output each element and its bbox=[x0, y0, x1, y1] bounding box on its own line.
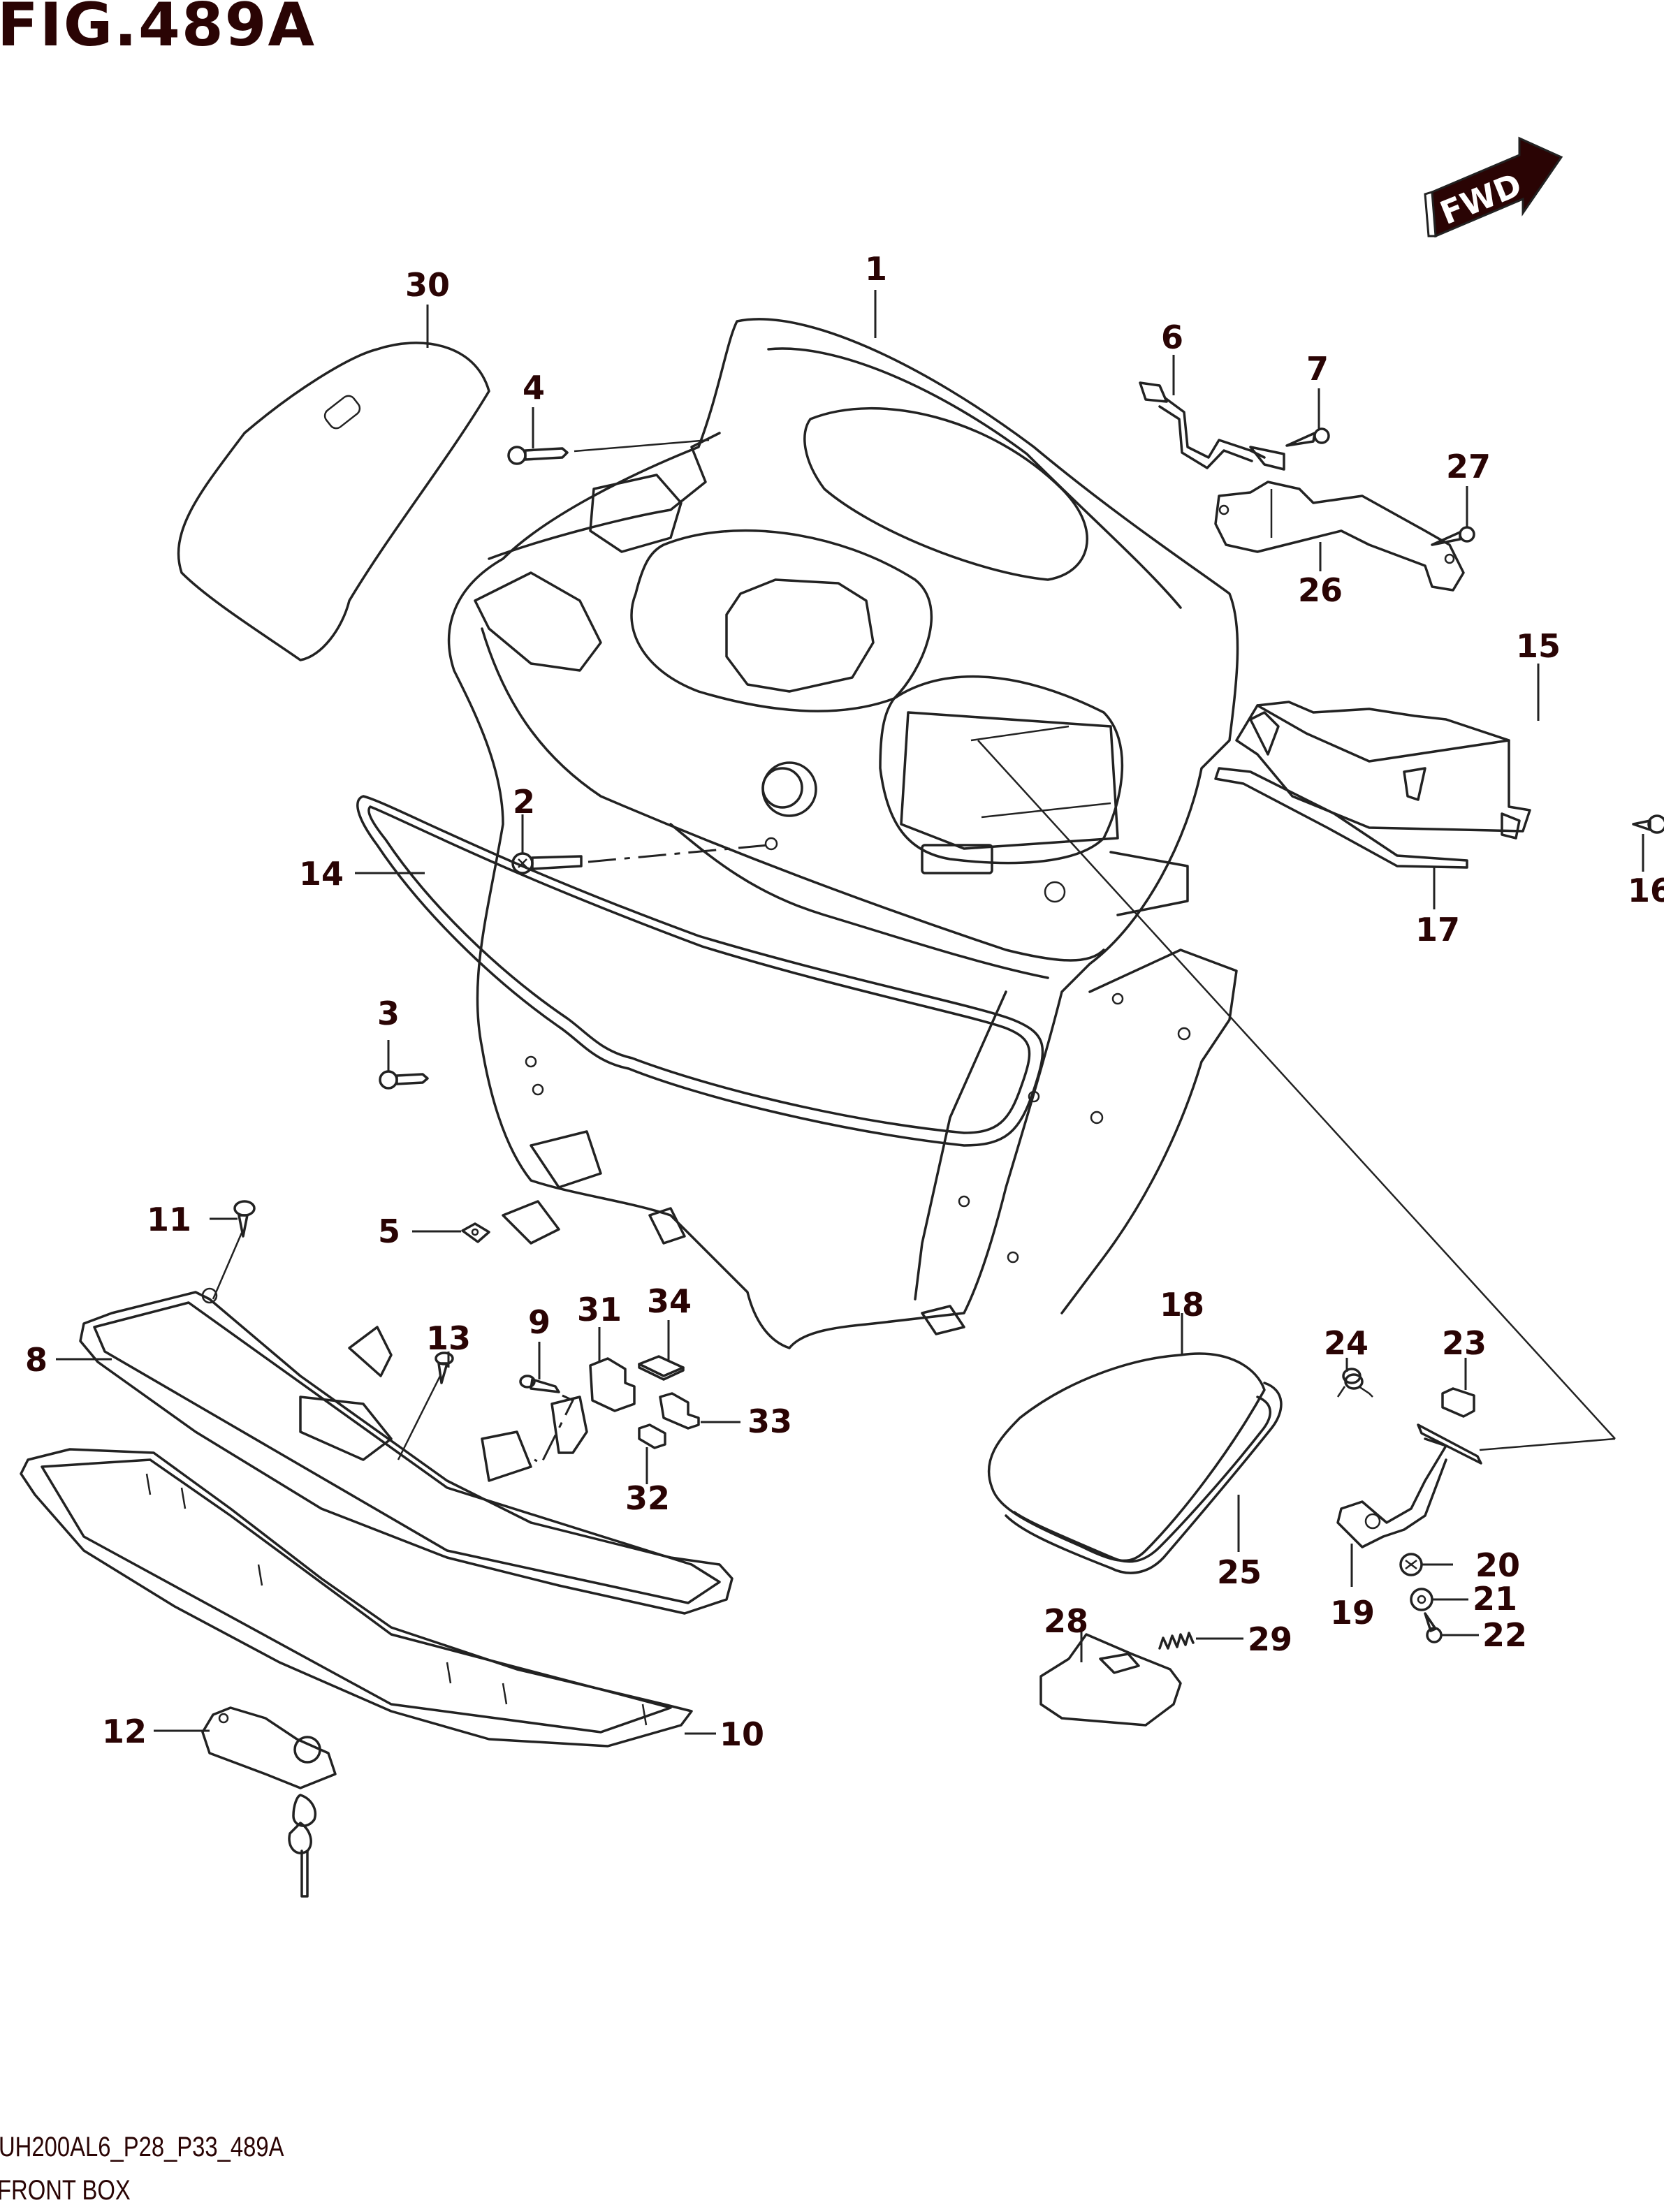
callout-14: 14 bbox=[299, 855, 344, 893]
callout-1: 1 bbox=[865, 250, 888, 288]
callout-12: 12 bbox=[102, 1713, 147, 1750]
part-17-seal bbox=[1214, 767, 1468, 869]
part-4-screw bbox=[507, 439, 710, 465]
section-name: FRONT BOX bbox=[0, 2175, 131, 2206]
part-6-stay-rod bbox=[1139, 381, 1285, 471]
part-20-nut bbox=[1399, 1553, 1423, 1576]
part-7-screw bbox=[1285, 427, 1330, 447]
figure-title: FIG.489A bbox=[0, 0, 316, 60]
part-13-screw bbox=[397, 1352, 454, 1460]
part-30-cover bbox=[177, 342, 490, 661]
part-27-screw bbox=[1431, 526, 1475, 546]
callout-30: 30 bbox=[405, 266, 451, 304]
callout-22: 22 bbox=[1482, 1616, 1528, 1654]
part-9-pin bbox=[519, 1375, 575, 1465]
part-16-screw bbox=[1632, 814, 1664, 834]
callout-13: 13 bbox=[426, 1319, 472, 1357]
callout-21: 21 bbox=[1473, 1580, 1518, 1618]
callout-33: 33 bbox=[747, 1402, 793, 1440]
part-1-front-box-body bbox=[447, 318, 1239, 1349]
callout-19: 19 bbox=[1330, 1594, 1375, 1632]
callout-27: 27 bbox=[1446, 448, 1491, 485]
part-33-cushion bbox=[659, 1392, 700, 1430]
part-34-pad bbox=[638, 1355, 685, 1381]
part-3-screw bbox=[379, 1070, 429, 1090]
part-23-cushion bbox=[1441, 1387, 1475, 1418]
fwd-arrow-icon: FWD bbox=[1424, 136, 1563, 238]
callout-3: 3 bbox=[377, 995, 400, 1032]
callout-32: 32 bbox=[625, 1479, 671, 1517]
leader-lines bbox=[56, 290, 1644, 1735]
callout-34: 34 bbox=[647, 1282, 692, 1320]
part-11-screw bbox=[212, 1200, 256, 1300]
hinge-reference-line bbox=[977, 740, 1616, 1451]
part-19-hinge bbox=[1336, 1423, 1482, 1548]
model-code: UH200AL6_P28_P33_489A bbox=[0, 2132, 284, 2162]
part-25-seal bbox=[1005, 1382, 1283, 1574]
callout-25: 25 bbox=[1217, 1553, 1262, 1591]
callout-5: 5 bbox=[378, 1213, 401, 1250]
part-29-spring bbox=[1158, 1632, 1243, 1650]
part-21-washer bbox=[1410, 1588, 1433, 1611]
part-24-spring bbox=[1336, 1368, 1373, 1398]
callout-15: 15 bbox=[1516, 627, 1561, 665]
part-32-cushion bbox=[638, 1423, 666, 1449]
callout-18: 18 bbox=[1160, 1286, 1205, 1324]
part-22-screw bbox=[1424, 1612, 1443, 1643]
part-10-lid-outer bbox=[20, 1448, 693, 1748]
callout-17: 17 bbox=[1415, 911, 1461, 948]
part-5-nut-clip bbox=[461, 1222, 490, 1243]
callout-8: 8 bbox=[25, 1341, 48, 1379]
part-28-latch-knob bbox=[1039, 1633, 1182, 1727]
callout-24: 24 bbox=[1324, 1324, 1369, 1362]
part-15-box bbox=[1235, 701, 1531, 840]
part-8-lid-inner bbox=[79, 1287, 734, 1615]
callout-6: 6 bbox=[1161, 318, 1184, 356]
callout-4: 4 bbox=[523, 369, 546, 406]
callout-10: 10 bbox=[720, 1715, 765, 1753]
callout-29: 29 bbox=[1248, 1620, 1293, 1658]
part-26-bracket bbox=[1214, 481, 1465, 592]
part-2-bolt bbox=[511, 837, 778, 874]
callout-11: 11 bbox=[147, 1201, 192, 1238]
part-14-seal bbox=[356, 795, 1044, 1147]
callout-23: 23 bbox=[1442, 1324, 1487, 1362]
part-18-lid bbox=[987, 1352, 1266, 1562]
part-31-cushion bbox=[589, 1357, 636, 1412]
part-12-lock-set bbox=[201, 1706, 337, 1898]
callout-26: 26 bbox=[1298, 571, 1343, 609]
callout-2: 2 bbox=[513, 783, 536, 821]
callout-9: 9 bbox=[528, 1303, 551, 1341]
callout-28: 28 bbox=[1044, 1602, 1089, 1640]
callout-31: 31 bbox=[577, 1291, 622, 1328]
callout-16: 16 bbox=[1628, 872, 1664, 909]
callout-7: 7 bbox=[1306, 350, 1329, 388]
callout-20: 20 bbox=[1475, 1546, 1521, 1584]
